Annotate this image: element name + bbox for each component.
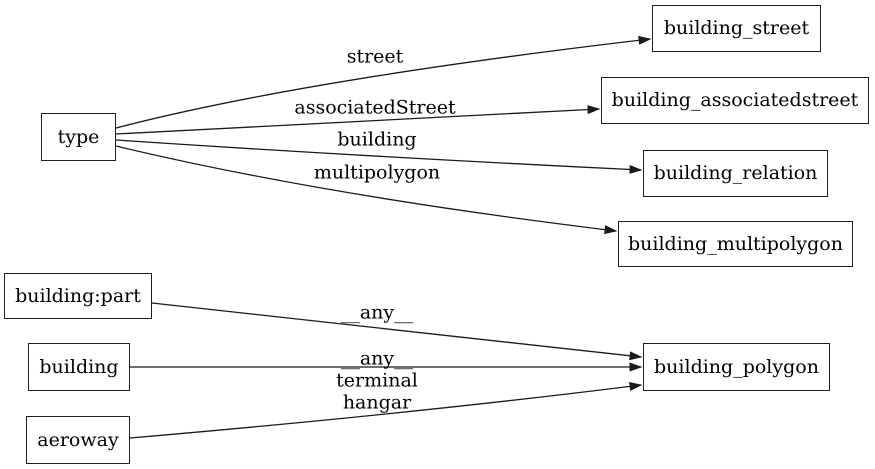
node-aeroway: aeroway (26, 416, 130, 464)
node-building-polygon: building_polygon (643, 343, 830, 391)
node-building-relation-label: building_relation (653, 162, 818, 184)
edge-type-to-building-relation (115, 139, 643, 174)
edge-label-terminal: terminal (336, 369, 418, 392)
edge-type-to-building-multipolygon (115, 145, 618, 235)
edge-label-associatedstreet: associatedStreet (294, 96, 456, 119)
node-building-multipolygon: building_multipolygon (618, 221, 853, 267)
edge-label-street: street (346, 45, 404, 68)
node-type-label: type (57, 125, 100, 148)
node-type: type (41, 113, 116, 161)
node-aeroway-label: aeroway (37, 428, 119, 451)
node-building-multipolygon-label: building_multipolygon (628, 232, 843, 255)
node-building-street: building_street (652, 5, 821, 52)
node-building-label: building (39, 355, 119, 378)
node-building-polygon-label: building_polygon (654, 355, 819, 378)
edge-building-part-to-building-polygon (151, 302, 643, 361)
edge-label-multipolygon: multipolygon (313, 161, 441, 184)
edge-label-any-building: __any__ (340, 347, 414, 370)
edge-label-building: building (337, 128, 417, 151)
node-building: building (28, 343, 130, 391)
node-building-relation: building_relation (643, 150, 828, 197)
edge-label-any-building-part: __any__ (340, 301, 414, 324)
edge-label-hangar: hangar (342, 391, 412, 414)
node-building-part: building:part (4, 273, 152, 319)
node-building-associatedstreet: building_associatedstreet (601, 77, 869, 124)
node-building-associatedstreet-label: building_associatedstreet (611, 89, 859, 111)
node-building-street-label: building_street (663, 17, 810, 39)
edge-aeroway-to-building-polygon (129, 381, 643, 439)
edge-type-to-building-street (115, 35, 652, 129)
edge-type-to-building-associatedstreet (115, 105, 601, 135)
node-building-part-label: building:part (15, 284, 141, 307)
